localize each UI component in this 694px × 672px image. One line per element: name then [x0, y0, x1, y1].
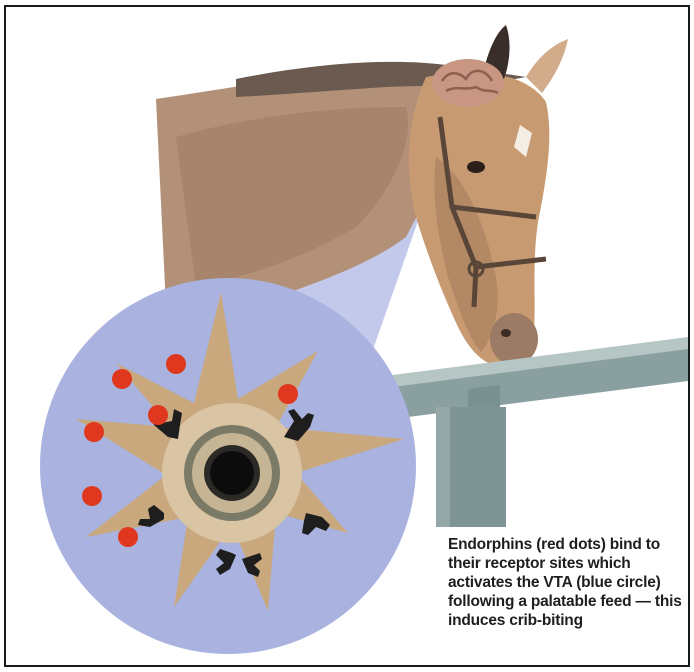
endorphin-dot-icon: [84, 422, 104, 442]
figure-frame: Endorphins (red dots) bind to their rece…: [4, 5, 690, 667]
horse-nostril: [501, 329, 511, 337]
endorphin-dot-icon: [278, 384, 298, 404]
endorphin-dot-icon: [148, 405, 168, 425]
horse-eye: [467, 161, 485, 173]
brain-icon: [432, 59, 504, 107]
neuron-nucleus: [210, 451, 254, 495]
endorphin-dot-icon: [112, 369, 132, 389]
endorphin-dot-icon: [166, 354, 186, 374]
figure-caption: Endorphins (red dots) bind to their rece…: [448, 535, 684, 630]
endorphin-dot-icon: [82, 486, 102, 506]
horse-muzzle: [490, 313, 538, 365]
horse-ear-right: [526, 39, 568, 93]
endorphin-dot-icon: [118, 527, 138, 547]
